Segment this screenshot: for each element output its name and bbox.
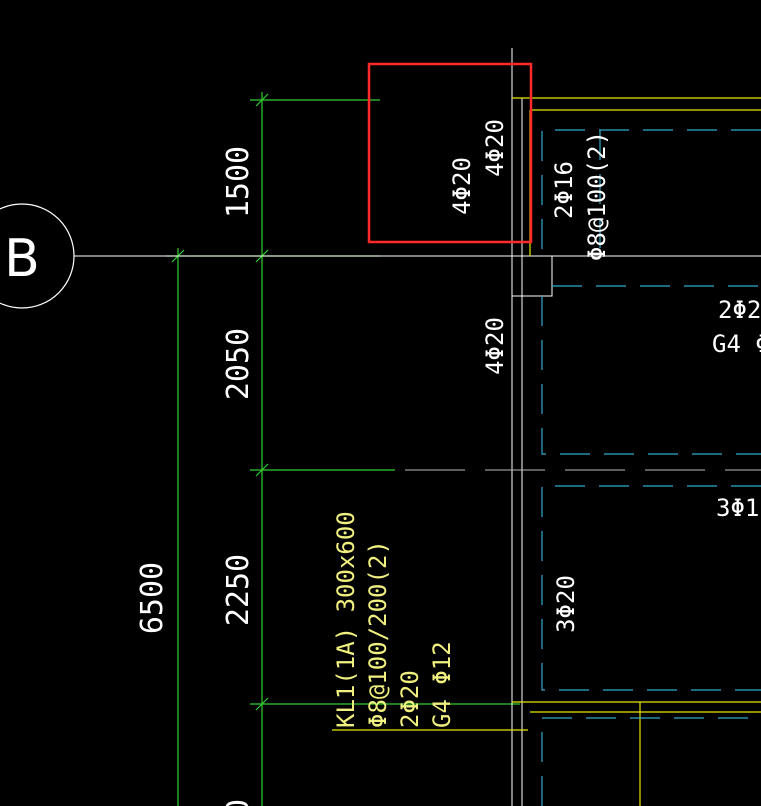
rebar-col-a: 4Φ20 [448, 157, 476, 215]
rebar-beam-top: 2Φ16 [550, 161, 578, 219]
beam-label[interactable]: KL1(1A) 300x600 Φ8@100/200(2) 2Φ20 G4 Φ1… [332, 511, 456, 728]
dashed-beams [541, 129, 761, 806]
grid-axis-b[interactable]: B [0, 203, 761, 309]
rebar-texts: 4Φ20 4Φ20 4Φ20 3Φ20 2Φ16 Φ8@100(2) 2Φ2 G… [448, 119, 761, 633]
rebar-stirrup-top: Φ8@100(2) [583, 131, 611, 261]
beam-name: KL1(1A) 300x600 [332, 511, 360, 728]
rebar-col-c: 4Φ20 [481, 317, 509, 375]
rebar-side-c: 3Φ1 [716, 494, 759, 522]
dim-partial: 0 [221, 799, 256, 806]
rebar-side-b: G4 Φ [712, 330, 761, 358]
dimension-texts: 1500 2050 2250 6500 0 [135, 146, 256, 806]
dim-2050: 2050 [221, 328, 256, 400]
highlight-box[interactable] [367, 62, 533, 244]
beam-top-bar: 2Φ20 [396, 670, 424, 728]
axis-label: B [4, 229, 40, 289]
dim-1500: 1500 [221, 146, 256, 218]
rebar-col-d: 3Φ20 [552, 575, 580, 633]
beam-side-bar: G4 Φ12 [428, 641, 456, 728]
column-outline [511, 48, 553, 806]
dim-6500: 6500 [135, 562, 170, 634]
dim-2250: 2250 [221, 554, 256, 626]
rebar-side-a: 2Φ2 [718, 296, 761, 324]
dimension-lines [166, 92, 520, 806]
rebar-col-b: 4Φ20 [481, 119, 509, 177]
beam-stirrup: Φ8@100/200(2) [364, 540, 392, 728]
